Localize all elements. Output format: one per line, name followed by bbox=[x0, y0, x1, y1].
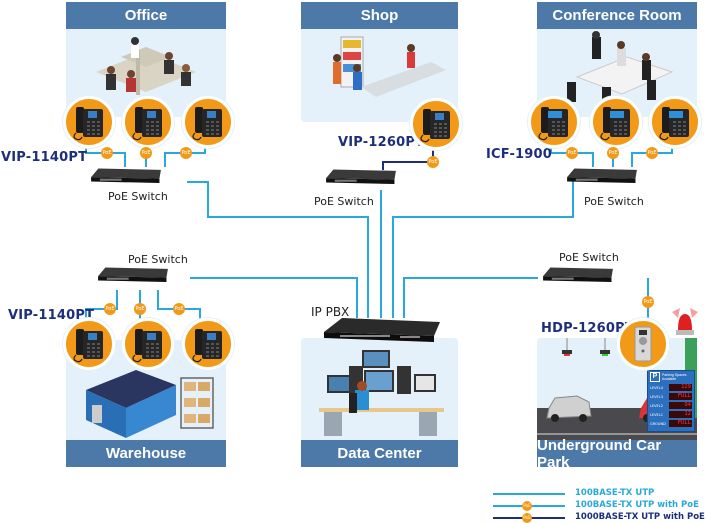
model-label-shop: VIP-1260PT bbox=[338, 135, 425, 150]
poe-switch-label-shop: PoE Switch bbox=[314, 195, 374, 208]
parking-level-label: LEVEL3 bbox=[650, 394, 663, 399]
ip-phone-icon bbox=[122, 96, 174, 148]
poe-switch-label-office: PoE Switch bbox=[108, 190, 168, 203]
legend-label: 1000BASE-TX UTP with PoE bbox=[575, 512, 705, 522]
ip-phone-icon bbox=[122, 318, 174, 370]
panel-office: Office bbox=[66, 2, 226, 117]
poe-badge: PoE bbox=[140, 147, 152, 159]
legend-poe-badge: PoE bbox=[522, 513, 532, 523]
model-label-carpark: HDP-1260PT bbox=[541, 321, 634, 336]
parking-level-label: GROUND bbox=[650, 421, 666, 426]
line-shop-phone bbox=[382, 143, 434, 170]
panel-title-office: Office bbox=[66, 2, 226, 29]
poe-switch-label-carpark: PoE Switch bbox=[559, 251, 619, 264]
datacenter-scene-illustration bbox=[319, 350, 444, 436]
ip-phone-icon bbox=[410, 98, 462, 150]
panel-datacenter: Data Center bbox=[301, 338, 458, 467]
parking-sign-header: Parking Spaces Available bbox=[662, 373, 687, 381]
poe-switch-label-warehouse: PoE Switch bbox=[128, 253, 188, 266]
legend-label: 100BASE-TX UTP with PoE bbox=[575, 500, 699, 510]
model-label-conference: ICF-1900 bbox=[486, 147, 553, 162]
ip-phone-icon bbox=[590, 96, 642, 148]
conference-scene-illustration bbox=[567, 31, 674, 105]
parking-level-label: LEVEL1 bbox=[650, 412, 663, 417]
poe-badge: PoE bbox=[566, 147, 578, 159]
poe-switch-carpark bbox=[543, 267, 613, 282]
poe-badge: PoE bbox=[180, 147, 192, 159]
panel-title-warehouse: Warehouse bbox=[66, 440, 226, 467]
alarm-beacon-icon bbox=[672, 308, 698, 335]
ip-pbx-device bbox=[324, 318, 440, 342]
parking-level-value: 129 bbox=[669, 384, 692, 391]
panel-title-shop: Shop bbox=[301, 2, 458, 29]
poe-badge: PoE bbox=[646, 147, 658, 159]
model-label-warehouse: VIP-1140PT bbox=[8, 308, 95, 323]
poe-switch-warehouse bbox=[98, 267, 168, 282]
line-wh-phone-1 bbox=[85, 290, 118, 322]
ip-phone-icon bbox=[649, 96, 701, 148]
parking-level-value: FULL bbox=[669, 420, 692, 427]
parking-sign-row: LEVEL1 12 bbox=[648, 410, 694, 419]
parking-level-label: LEVEL4 bbox=[650, 385, 663, 390]
poe-badge: PoE bbox=[173, 303, 185, 315]
poe-badge: PoE bbox=[642, 296, 654, 308]
office-scene-illustration bbox=[96, 37, 196, 95]
poe-badge: PoE bbox=[607, 147, 619, 159]
parking-level-value: 12 bbox=[669, 411, 692, 418]
ip-phone-icon bbox=[63, 318, 115, 370]
ip-phone-icon bbox=[63, 96, 115, 148]
panel-title-datacenter: Data Center bbox=[301, 440, 458, 467]
poe-badge: PoE bbox=[134, 303, 146, 315]
line-conference-to-pbx bbox=[392, 180, 574, 318]
poe-badge: PoE bbox=[104, 303, 116, 315]
ip-phone-icon bbox=[182, 318, 234, 370]
legend-line-sample bbox=[493, 493, 565, 495]
model-label-office: VIP-1140PT bbox=[1, 150, 88, 165]
legend-label: 100BASE-TX UTP bbox=[575, 488, 655, 498]
parking-level-label: LEVEL2 bbox=[650, 403, 663, 408]
parking-p-icon: P bbox=[650, 372, 660, 382]
poe-switch-label-conference: PoE Switch bbox=[584, 195, 644, 208]
parking-level-value: 94 bbox=[669, 402, 692, 409]
panel-title-conference: Conference Room bbox=[537, 2, 697, 29]
ip-phone-icon bbox=[528, 96, 580, 148]
poe-switch-shop bbox=[326, 169, 396, 184]
line-carpark-to-pbx bbox=[403, 277, 538, 318]
parking-sign-row: LEVEL3 FULL bbox=[648, 392, 694, 401]
poe-switch-office bbox=[91, 168, 161, 183]
parking-sign-row: LEVEL4 129 bbox=[648, 383, 694, 392]
parking-sign-row: LEVEL2 94 bbox=[648, 401, 694, 410]
parking-level-value: FULL bbox=[669, 393, 692, 400]
panel-title-carpark: Underground Car Park bbox=[537, 437, 697, 471]
ip-pbx-label: IP PBX bbox=[311, 305, 350, 319]
poe-badge: PoE bbox=[101, 147, 113, 159]
shop-scene-illustration bbox=[333, 36, 446, 97]
legend-poe-badge: PoE bbox=[522, 501, 532, 511]
line-warehouse-to-pbx bbox=[190, 277, 358, 318]
ip-phone-icon bbox=[182, 96, 234, 148]
line-office-to-pbx bbox=[187, 181, 369, 318]
door-phone-icon bbox=[617, 318, 669, 370]
poe-badge: PoE bbox=[427, 156, 439, 168]
poe-switch-conference bbox=[567, 168, 637, 183]
warehouse-scene-illustration bbox=[86, 370, 214, 438]
